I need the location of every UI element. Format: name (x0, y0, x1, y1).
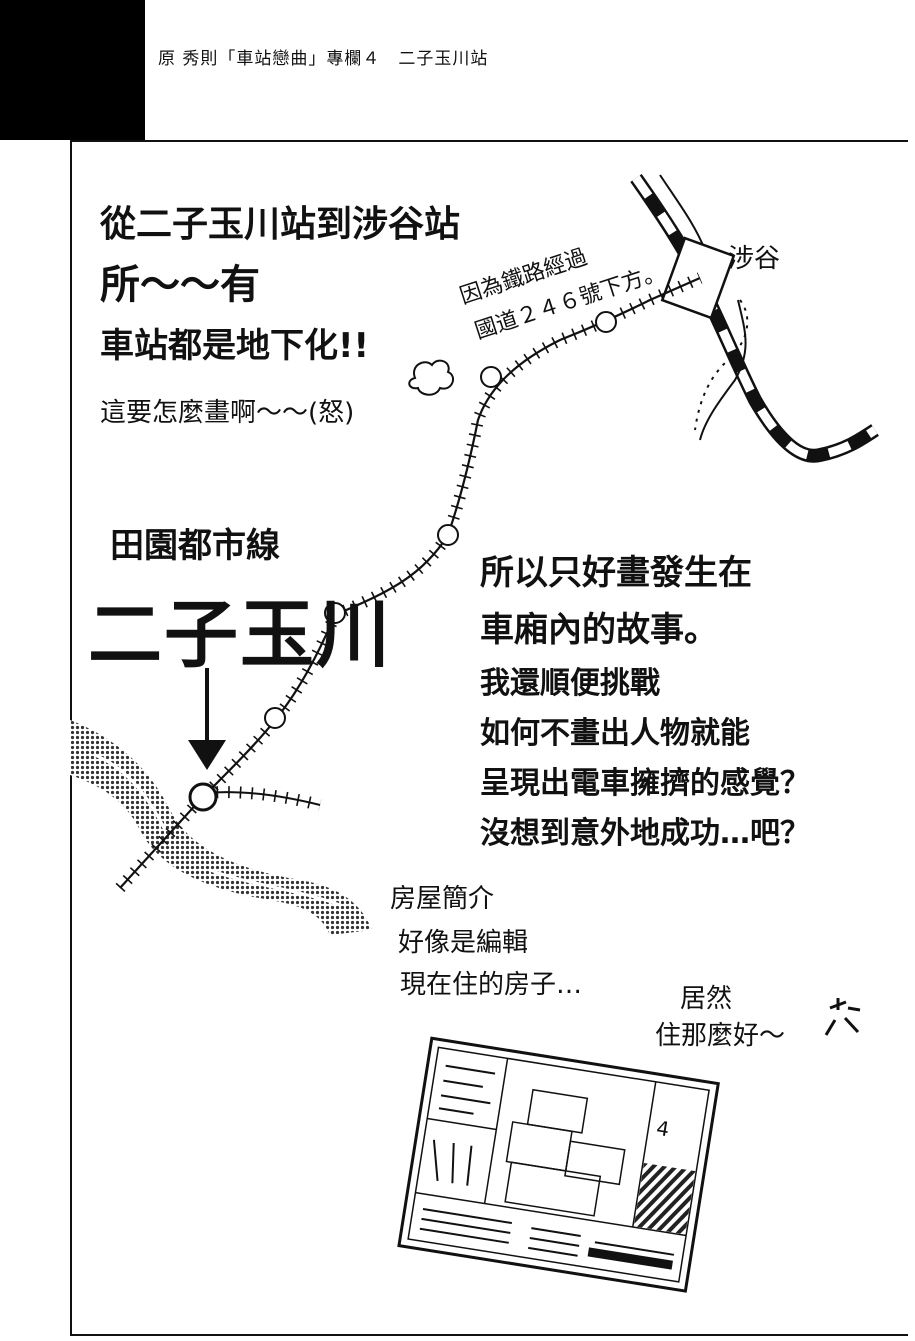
line-name-label: 田園都市線 (110, 526, 280, 566)
flyer-page-number: 4 (655, 1116, 671, 1142)
intro-line-4: 這要怎麼畫啊～～(怒) (100, 398, 355, 428)
station-name-label: 二子玉川 (88, 592, 392, 678)
main-line-2: 車廂內的故事。 (480, 610, 718, 650)
main-line-5: 呈現出電車擁擠的感覺？ (480, 766, 810, 801)
intro-line-2: 所～～有 (100, 262, 260, 308)
real-estate-flyer: 4 (397, 1036, 720, 1293)
intro-line-3: 車站都是地下化!! (100, 326, 370, 366)
page-header: 原 秀則「車站戀曲」專欄４ 二子玉川站 (158, 49, 489, 69)
main-line-3: 我還順便挑戰 (480, 666, 660, 701)
station-markers (188, 311, 617, 812)
main-line-1: 所以只好畫發生在 (480, 553, 752, 593)
panel-frame-bottom (70, 1334, 908, 1336)
exclaim-line-1: 居然 (680, 984, 733, 1014)
intro-line-1: 從二子玉川站到涉谷站 (100, 204, 461, 245)
black-corner-tab (0, 0, 145, 140)
tama-river (70, 720, 372, 935)
house-line-2: 好像是編輯 (398, 928, 529, 958)
shibuya-crossing-line (630, 173, 879, 463)
main-line-6: 沒想到意外地成功…吧？ (480, 816, 810, 851)
exclaim-line-2: 住那麼好～ (655, 1021, 786, 1051)
house-line-3: 現在住的房子… (400, 970, 583, 1000)
house-line-1: 房屋簡介 (390, 884, 495, 914)
main-line-4: 如何不畫出人物就能 (480, 716, 750, 751)
down-arrow-icon (188, 668, 226, 770)
sparkle-icon (824, 998, 861, 1036)
anger-puff-icon (408, 359, 455, 396)
shibuya-label: 涉谷 (728, 244, 781, 274)
